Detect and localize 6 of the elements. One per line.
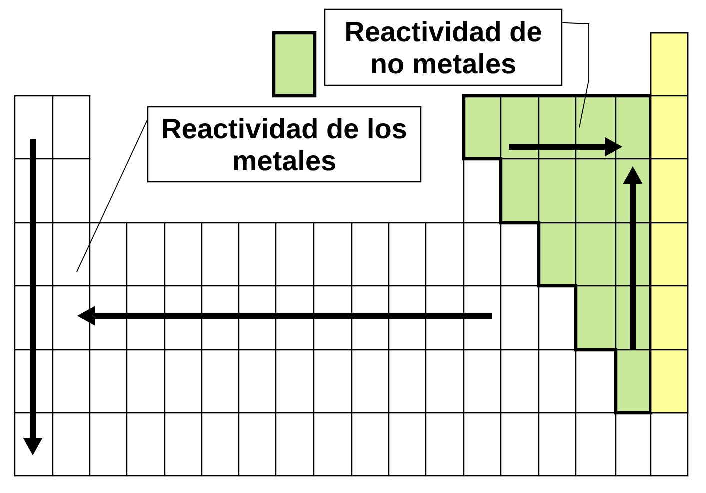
callout-box: Reactividad de los metales bbox=[147, 106, 422, 183]
shaded-region bbox=[462, 94, 653, 415]
shaded-column bbox=[650, 32, 689, 414]
callout-box: Reactividad de no metales bbox=[324, 8, 563, 86]
leader-line bbox=[76, 120, 148, 272]
leader-line bbox=[562, 22, 590, 128]
